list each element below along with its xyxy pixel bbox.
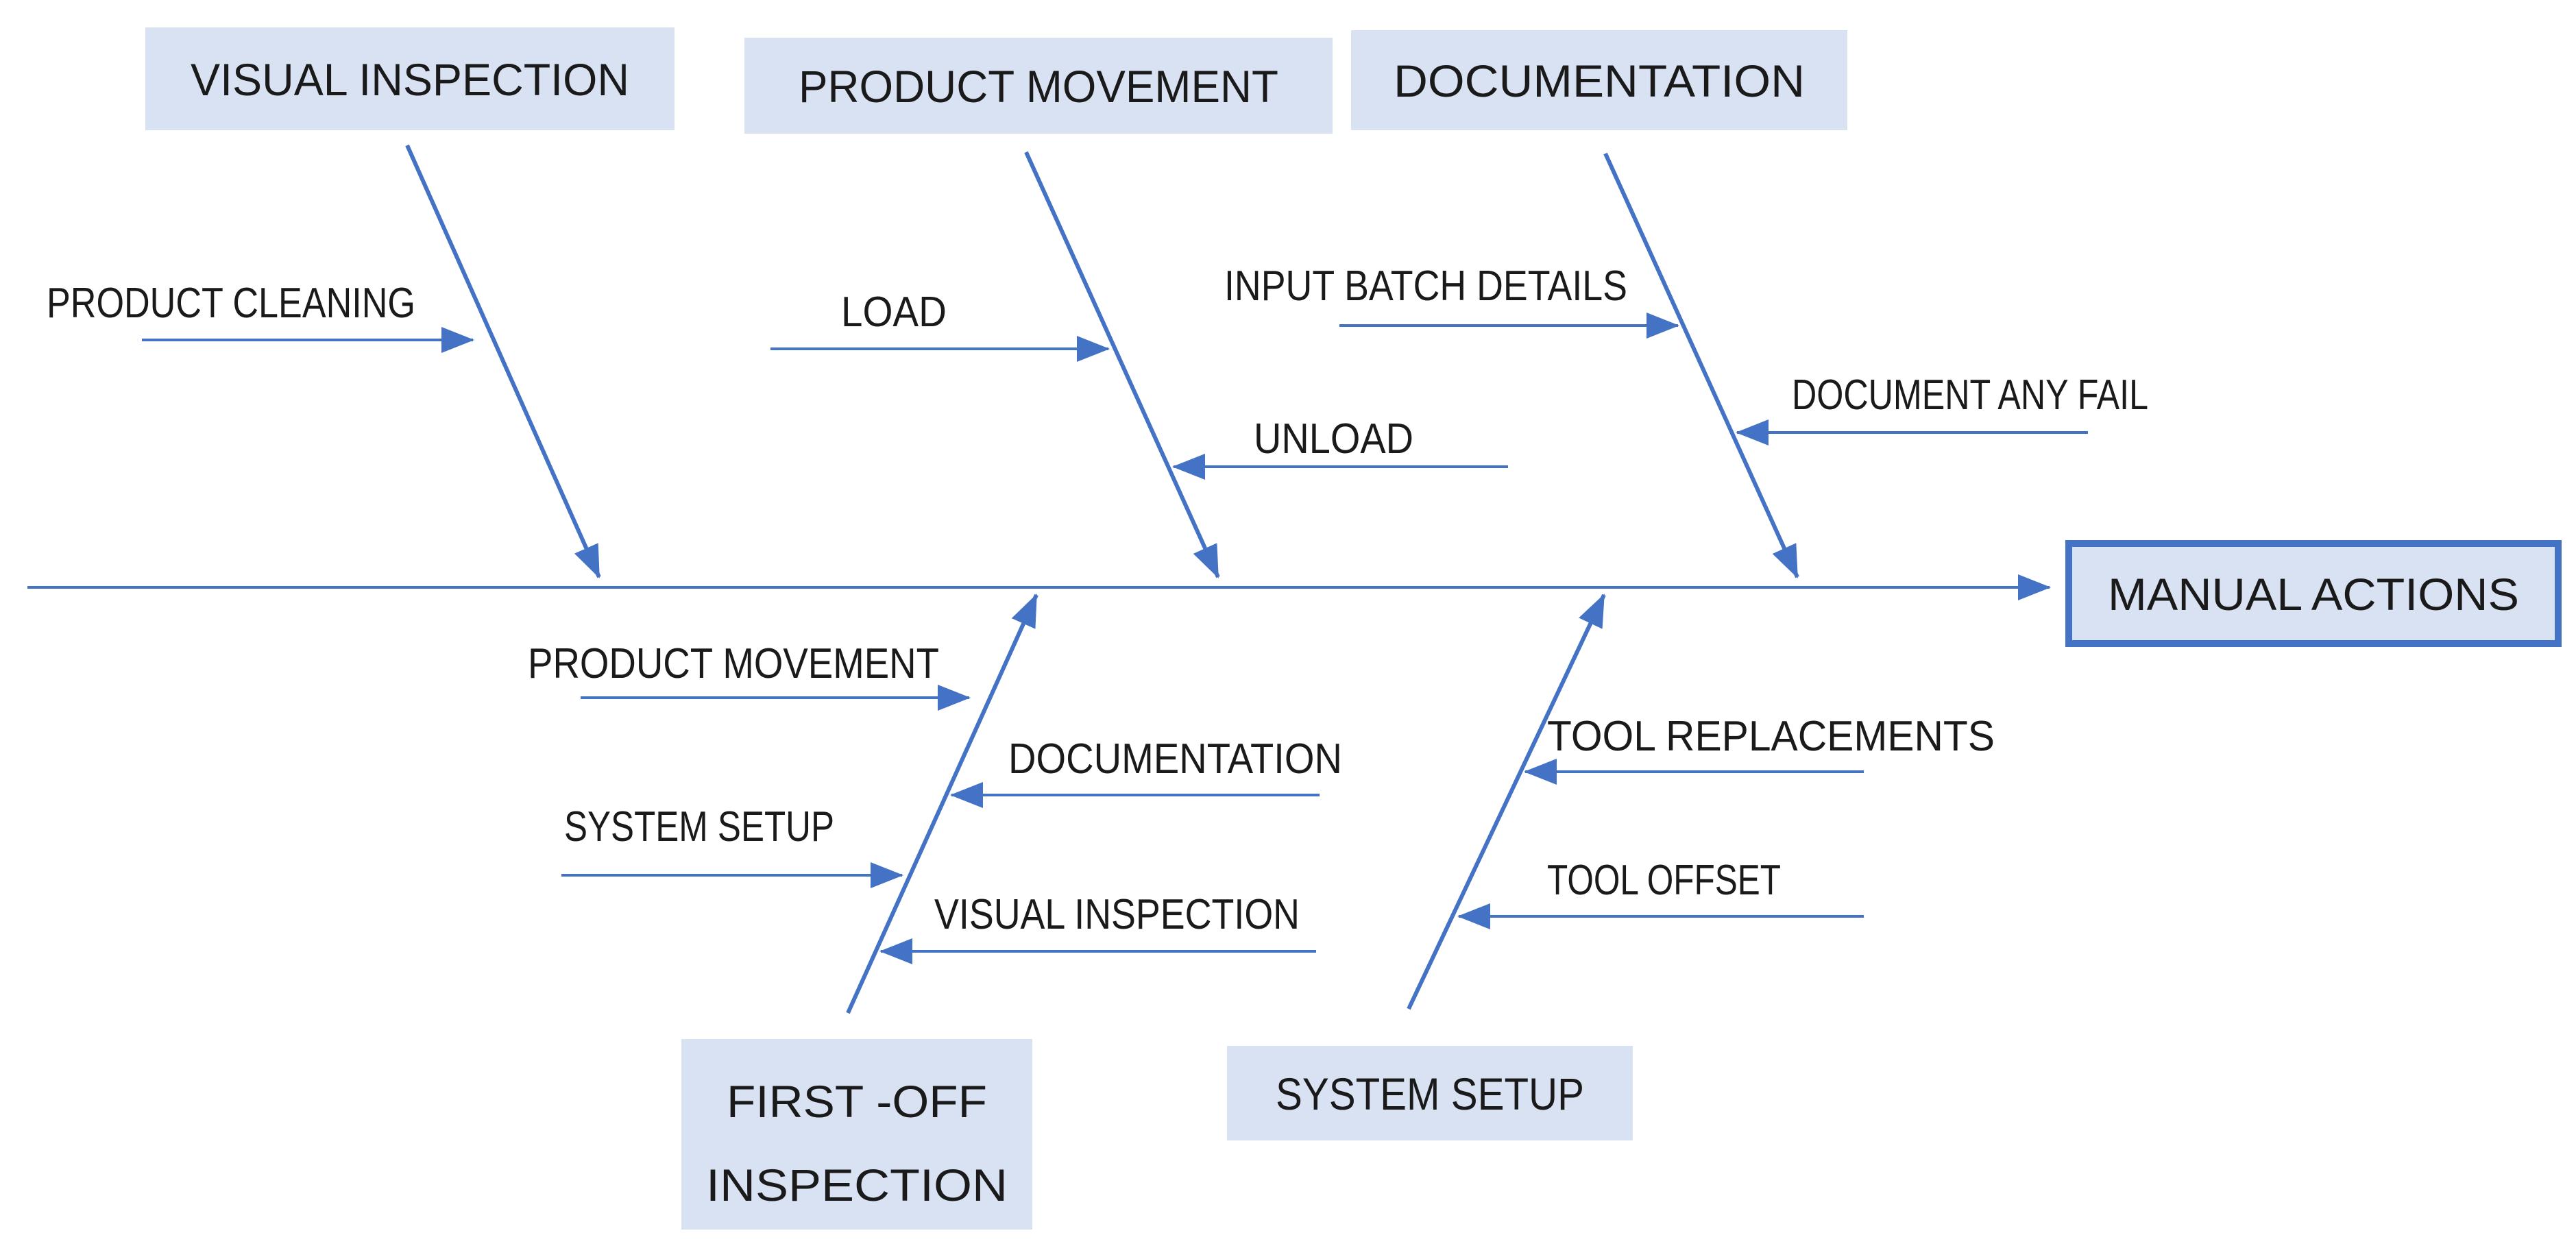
cause-label: TOOL REPLACEMENTS: [1547, 713, 1995, 760]
effect-label: MANUAL ACTIONS: [2108, 569, 2519, 620]
bone-first-off-inspection: [846, 594, 1038, 1014]
category-label-first-off-line2: INSPECTION: [706, 1160, 1008, 1210]
category-box-rect: [1227, 1046, 1633, 1140]
cause-first-off-documentation: DOCUMENTATION: [950, 735, 1342, 808]
category-box-rect: [681, 1039, 1032, 1230]
cause-first-off-product-movement: PRODUCT MOVEMENT: [528, 640, 971, 711]
bone-product-movement: [1024, 151, 1220, 578]
cause-label: SYSTEM SETUP: [564, 803, 834, 851]
bone-visual-inspection: [405, 144, 601, 578]
category-label-product-movement: PRODUCT MOVEMENT: [799, 61, 1278, 112]
cause-label: VISUAL INSPECTION: [934, 891, 1300, 938]
category-label-system-setup: SYSTEM SETUP: [1276, 1068, 1584, 1119]
cause-first-off-visual-inspection: VISUAL INSPECTION: [879, 891, 1316, 964]
cause-tool-offset: TOOL OFFSET: [1457, 857, 1864, 929]
category-box-system-setup: SYSTEM SETUP: [1227, 1046, 1633, 1140]
bone-documentation: [1603, 152, 1799, 578]
effect-box-rect: [2065, 540, 2562, 647]
category-box-rect: [145, 27, 675, 130]
category-box-documentation: DOCUMENTATION: [1351, 30, 1847, 130]
cause-document-any-fail: DOCUMENT ANY FAIL: [1736, 371, 2148, 445]
category-box-visual-inspection: VISUAL INSPECTION: [145, 27, 675, 130]
cause-label: INPUT BATCH DETAILS: [1224, 262, 1627, 310]
bone-system-setup: [1407, 594, 1606, 1010]
category-label-first-off-line1: FIRST -OFF: [727, 1076, 987, 1127]
cause-label: TOOL OFFSET: [1547, 857, 1781, 904]
cause-label: UNLOAD: [1254, 415, 1413, 463]
cause-product-cleaning: PRODUCT CLEANING: [47, 280, 474, 353]
cause-label: PRODUCT MOVEMENT: [528, 640, 939, 687]
cause-input-batch-details: INPUT BATCH DETAILS: [1224, 262, 1679, 339]
effect-box-manual-actions: MANUAL ACTIONS: [2065, 540, 2562, 647]
category-box-first-off-inspection: FIRST -OFF INSPECTION: [681, 1039, 1032, 1230]
category-box-rect: [1351, 30, 1847, 130]
cause-label: DOCUMENT ANY FAIL: [1792, 371, 2148, 419]
category-label-visual-inspection: VISUAL INSPECTION: [191, 54, 629, 105]
cause-unload: UNLOAD: [1172, 415, 1508, 480]
cause-load: LOAD: [770, 289, 1110, 362]
category-box-product-movement: PRODUCT MOVEMENT: [744, 38, 1333, 134]
category-box-rect: [744, 38, 1333, 134]
cause-first-off-system-setup: SYSTEM SETUP: [561, 803, 903, 888]
cause-tool-replacements: TOOL REPLACEMENTS: [1524, 713, 1995, 785]
cause-label: LOAD: [841, 289, 947, 336]
cause-label: DOCUMENTATION: [1008, 735, 1342, 783]
category-label-documentation: DOCUMENTATION: [1394, 56, 1805, 106]
cause-label: PRODUCT CLEANING: [47, 280, 415, 327]
